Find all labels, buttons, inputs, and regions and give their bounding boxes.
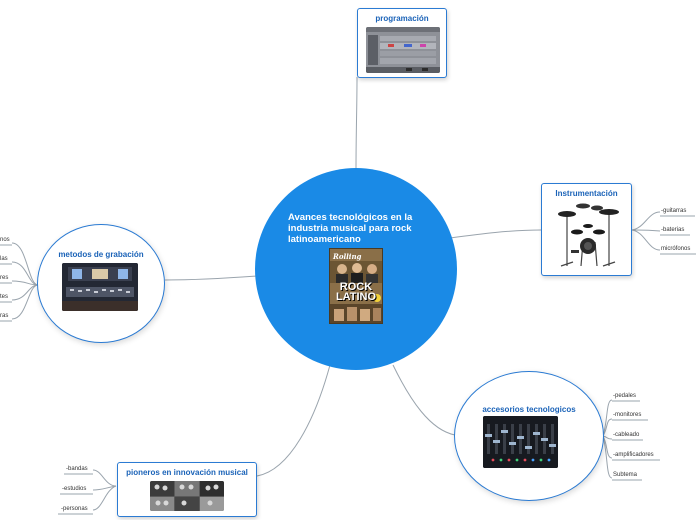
leaf-metodos-3[interactable]: res [0, 275, 8, 281]
topic-instrumentacion[interactable]: Instrumentación [541, 183, 632, 276]
connector-programacion [356, 77, 357, 170]
connector-pioneros [257, 365, 330, 476]
rock-latino-magazine-image: Rolling Stone ROCK LATINO [329, 248, 383, 324]
recording-studio-image [62, 263, 138, 311]
topic-programacion[interactable]: programación [357, 8, 447, 78]
leaf-bandas[interactable]: -bandas [66, 466, 88, 472]
topic-metodos[interactable]: metodos de grabación [37, 224, 165, 343]
magazine-latino-text: LATINO [330, 292, 382, 302]
mixing-console-image [483, 416, 558, 468]
band-photos-image [150, 481, 224, 511]
leaf-metodos-2[interactable]: las [0, 256, 8, 262]
connector-instrumentacion [450, 230, 541, 238]
daw-software-image [366, 27, 440, 73]
leaf-metodos-1[interactable]: nos [0, 237, 10, 243]
leaf-monitores[interactable]: -monitores [613, 412, 641, 418]
central-topic[interactable]: Avances tecnológicos en la industria mus… [255, 168, 457, 370]
leaf-subtema[interactable]: Subtema [613, 472, 637, 478]
topic-pioneros-title: pioneros en innovación musical [118, 468, 256, 477]
leaf-metodos-5[interactable]: ras [0, 313, 8, 319]
drum-kit-image [553, 202, 623, 270]
central-topic-title: Avances tecnológicos en la industria mus… [288, 212, 438, 245]
topic-accesorios[interactable]: accesorios tecnologicos [454, 371, 604, 501]
topic-programacion-title: programación [358, 14, 446, 23]
topic-metodos-title: metodos de grabación [38, 250, 164, 259]
leaf-amplificadores[interactable]: -amplificadores [613, 452, 654, 458]
leaf-personas[interactable]: -personas [61, 506, 88, 512]
leaf-microfonos[interactable]: micrófonos [661, 246, 690, 252]
leaf-guitarras[interactable]: -guitarras [661, 208, 686, 214]
connector-metodos [165, 276, 257, 280]
leaf-cableado[interactable]: -cableado [613, 432, 639, 438]
leaf-estudios[interactable]: -estudios [62, 486, 86, 492]
leaf-pedales[interactable]: -pedales [613, 393, 636, 399]
connector-accesorios [393, 365, 455, 435]
leaf-baterias[interactable]: -baterias [661, 227, 684, 233]
topic-instrumentacion-title: Instrumentación [542, 189, 631, 198]
leaf-metodos-4[interactable]: tes [0, 294, 8, 300]
topic-accesorios-title: accesorios tecnologicos [455, 405, 603, 414]
topic-pioneros[interactable]: pioneros en innovación musical [117, 462, 257, 517]
